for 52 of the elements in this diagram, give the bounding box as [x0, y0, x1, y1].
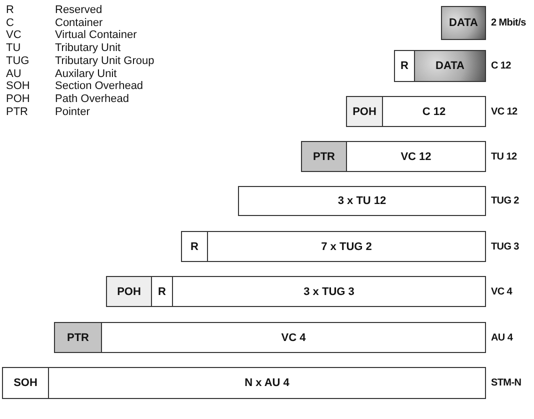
frame-field [151, 276, 173, 307]
abbreviation: PTR [6, 106, 29, 118]
abbreviation: SOH [6, 80, 31, 93]
abbreviation: VC [6, 29, 22, 42]
structure-name: TUG 2 [491, 196, 519, 206]
field-label: VC 4 [281, 332, 306, 344]
field-label: R [190, 240, 198, 252]
abbreviation-meaning: Tributary Unit [55, 42, 122, 55]
field-label: VC 12 [400, 150, 432, 162]
frame-field [106, 276, 152, 307]
field-label: POH [117, 286, 141, 298]
field-label: POH [352, 106, 376, 118]
frame-field [2, 367, 49, 399]
field-label: 3 x TUG 3 [304, 286, 354, 298]
abbreviation-meaning: Container [55, 16, 104, 30]
field-label: PTR [67, 332, 89, 344]
field-label: PTR [313, 150, 335, 162]
frame-field [346, 96, 383, 127]
abbreviation: C [6, 16, 15, 30]
abbreviation: POH [6, 92, 31, 106]
abbreviation: AU [6, 68, 22, 80]
field-label: R [400, 60, 408, 72]
field-label: DATA [449, 17, 478, 29]
abbreviation-meaning: Auxilary Unit [55, 68, 118, 80]
structure-name: VC 4 [491, 286, 512, 297]
structure-name: 2 Mbit/s [491, 18, 526, 28]
field-label: N x AU 4 [244, 377, 290, 389]
field-label: 3 x TU 12 [338, 195, 386, 207]
abbreviation: TU [6, 42, 22, 55]
structure-name: C 12 [491, 60, 511, 72]
field-label: DATA [436, 60, 464, 72]
field-label: R [158, 286, 166, 298]
abbreviation-meaning: Path Overhead [55, 92, 130, 106]
structure-name: STM-N [491, 378, 522, 388]
abbreviation-meaning: Tributary Unit Group [55, 54, 154, 68]
field-label: 7 x TUG 2 [321, 240, 372, 252]
abbreviation: R [6, 4, 15, 17]
abbreviation-meaning: Section Overhead [55, 80, 144, 93]
structure-name: VC 12 [491, 106, 518, 117]
abbreviation-meaning: Virtual Container [55, 29, 138, 42]
abbreviation-meaning: Reserved [55, 4, 104, 17]
frame-field [181, 231, 208, 262]
frame-field [54, 322, 102, 353]
abbreviation: TUG [6, 54, 30, 68]
field-label: C 12 [422, 106, 446, 118]
structure-name: TUG 3 [491, 241, 519, 252]
abbreviation-meaning: Pointer [55, 106, 91, 118]
structure-name: TU 12 [491, 151, 517, 162]
field-label: SOH [14, 377, 38, 389]
structure-name: AU 4 [491, 332, 513, 343]
frame-field [394, 50, 415, 82]
frame-field [301, 141, 347, 172]
